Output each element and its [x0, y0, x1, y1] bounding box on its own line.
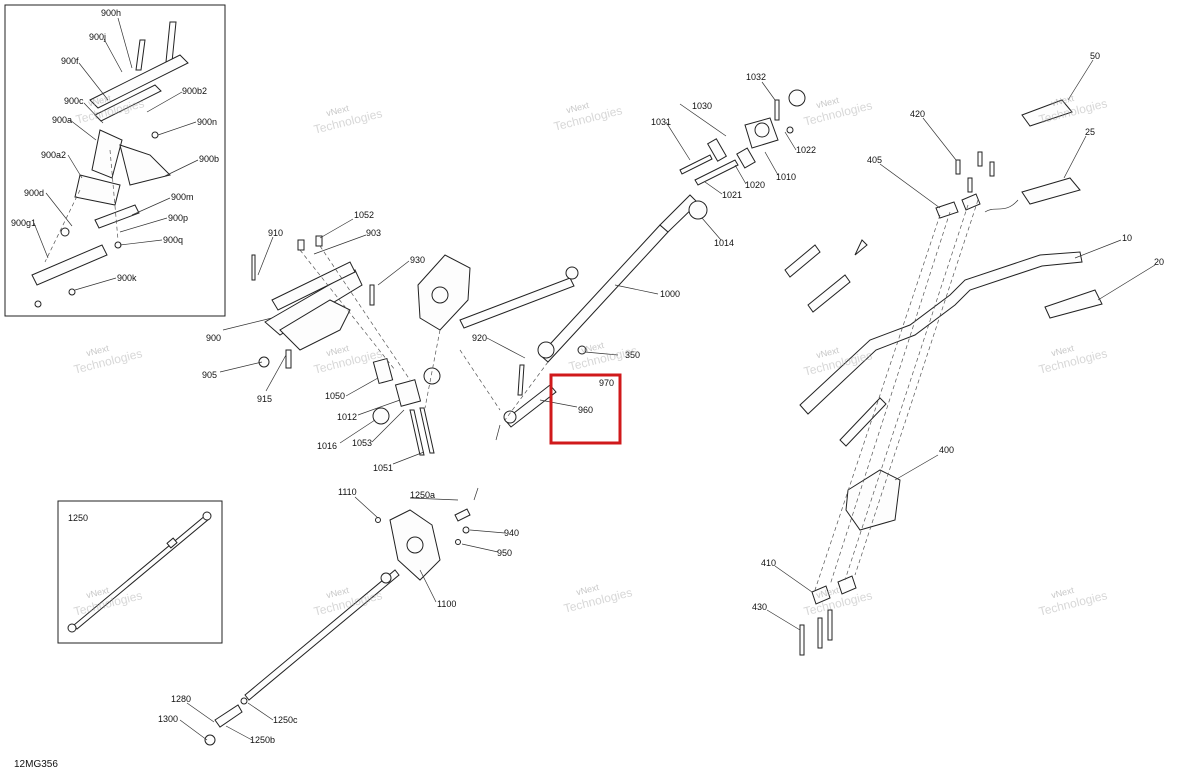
callout-960: 960 — [578, 405, 593, 415]
callout-1014: 1014 — [714, 238, 734, 248]
label-900c: 900c — [64, 96, 84, 106]
callout-905: 905 — [202, 370, 217, 380]
callout-1050: 1050 — [325, 391, 345, 401]
inset-900-parts — [31, 21, 189, 308]
inset-1250-title: 1250 — [68, 513, 88, 523]
callout-970: 970 — [599, 378, 614, 388]
callout-930: 930 — [410, 255, 425, 265]
part-410-mount — [811, 585, 831, 605]
callout-25: 25 — [1085, 127, 1095, 137]
part-960-link — [504, 384, 557, 428]
callout-1250b: 1250b — [250, 735, 275, 745]
callout-903: 903 — [366, 228, 381, 238]
callout-420: 420 — [910, 109, 925, 119]
callout-1031: 1031 — [651, 117, 671, 127]
callout-940: 940 — [504, 528, 519, 538]
part-10-handlebar — [799, 251, 1083, 415]
highlight-box — [549, 373, 622, 445]
callout-1100: 1100 — [437, 599, 456, 609]
part-400-riser — [845, 469, 901, 531]
part-20-grip — [1044, 289, 1103, 319]
callout-1032: 1032 — [746, 72, 766, 82]
callout-950: 950 — [497, 548, 512, 558]
label-900d: 900d — [24, 188, 44, 198]
callout-1020: 1020 — [745, 180, 765, 190]
inset-1250-frame — [57, 500, 223, 644]
label-900h: 900h — [101, 8, 121, 18]
callout-1010: 1010 — [776, 172, 796, 182]
part-25-grip — [1021, 177, 1081, 205]
part-1250-tie-rod — [244, 569, 400, 701]
label-900g1: 900g1 — [11, 218, 36, 228]
callout-1021: 1021 — [722, 190, 742, 200]
label-900k: 900k — [117, 273, 137, 283]
label-900b2: 900b2 — [182, 86, 207, 96]
callout-1012: 1012 — [337, 412, 357, 422]
diagram-code: 12MG356 — [14, 759, 58, 770]
label-900p: 900p — [168, 213, 188, 223]
callout-400: 400 — [939, 445, 954, 455]
label-900b: 900b — [199, 154, 219, 164]
callout-1110: 1110 — [338, 487, 357, 497]
inset-900-frame — [4, 4, 226, 317]
callout-1051: 1051 — [373, 463, 393, 473]
callout-910: 910 — [268, 228, 283, 238]
callout-1280: 1280 — [171, 694, 191, 704]
callout-1300: 1300 — [158, 714, 178, 724]
label-900f: 900f — [61, 56, 79, 66]
part-1000-column — [539, 224, 669, 363]
label-900m: 900m — [171, 192, 194, 202]
handlebar-group — [784, 99, 1103, 656]
label-900q: 900q — [163, 235, 183, 245]
callout-1030: 1030 — [692, 101, 712, 111]
callout-405: 405 — [867, 155, 882, 165]
callout-430: 430 — [752, 602, 767, 612]
part-50-grip — [1021, 99, 1073, 127]
callout-915: 915 — [257, 394, 272, 404]
steering-support-group — [251, 235, 471, 456]
callout-1250a: 1250a — [410, 490, 435, 500]
inset-900-assembly: 900h 900j 900f 900c 900b2 900a 900n 900a… — [4, 4, 226, 317]
callout-1250c: 1250c — [273, 715, 298, 725]
callout-410: 410 — [761, 558, 776, 568]
label-900n: 900n — [197, 117, 217, 127]
callout-920: 920 — [472, 333, 487, 343]
callout-1022: 1022 — [796, 145, 816, 155]
label-900j: 900j — [89, 32, 106, 42]
callout-900: 900 — [206, 333, 221, 343]
callout-1053: 1053 — [352, 438, 372, 448]
callout-10: 10 — [1122, 233, 1132, 243]
callout-1000: 1000 — [660, 289, 680, 299]
callout-350: 350 — [625, 350, 640, 360]
callout-50: 50 — [1090, 51, 1100, 61]
callout-1052: 1052 — [354, 210, 374, 220]
label-900a: 900a — [52, 115, 72, 125]
inset-1250-tie-rod: 1250 — [57, 500, 223, 644]
label-900a2: 900a2 — [41, 150, 66, 160]
part-405-clamp — [935, 201, 959, 219]
lower-steering-group — [204, 487, 479, 746]
callout-1016: 1016 — [317, 441, 337, 451]
callout-20: 20 — [1154, 257, 1164, 267]
steering-column-group — [459, 89, 806, 441]
